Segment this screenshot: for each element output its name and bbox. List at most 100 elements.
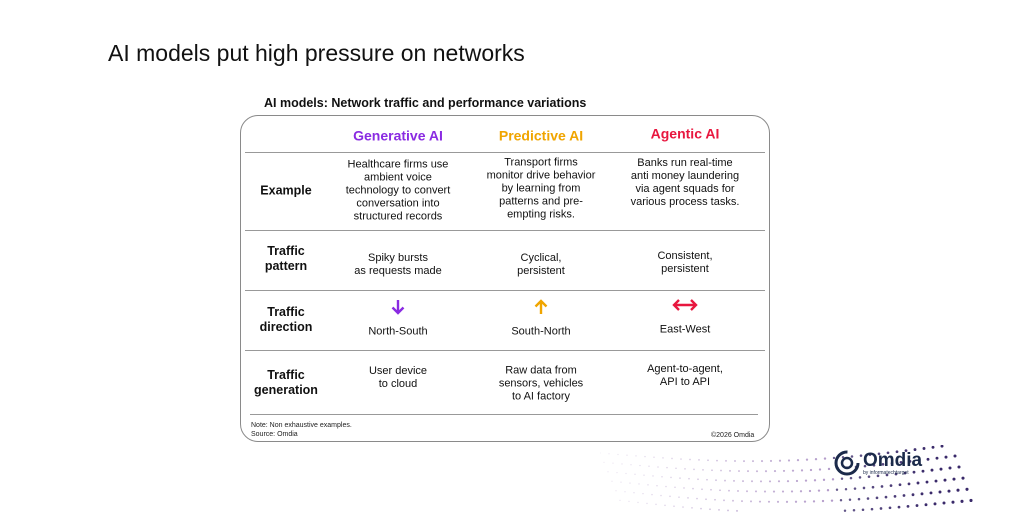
decorative-dot: [763, 490, 767, 493]
decorative-dot: [772, 490, 776, 493]
decorative-dot: [915, 504, 919, 507]
table-cell: User device to cloud: [368, 365, 428, 390]
decorative-dot: [734, 460, 736, 462]
decorative-dot: [692, 487, 694, 490]
decorative-dot: [961, 476, 965, 480]
row-label: Traffic pattern: [264, 244, 308, 273]
decorative-dot: [684, 468, 686, 470]
decorative-dot: [612, 462, 614, 464]
decorative-dot: [903, 471, 907, 475]
decorative-dot: [619, 499, 621, 502]
decorative-dot: [643, 474, 645, 476]
arrow-down-icon: [391, 300, 405, 315]
decorative-dot: [940, 445, 944, 448]
table-cell: Spiky bursts as requests made: [354, 252, 442, 277]
decorative-dot: [938, 490, 942, 494]
decorative-dot: [616, 472, 618, 474]
decorative-dot: [711, 469, 713, 472]
decorative-dot: [682, 506, 684, 508]
decorative-dot: [969, 498, 973, 503]
column-header-agentic-ai: Agentic AI: [650, 125, 720, 142]
decorative-dot: [821, 499, 825, 503]
decorative-dot: [710, 488, 712, 491]
decorative-dot: [718, 508, 720, 511]
decorative-dot: [714, 498, 716, 501]
decorative-dot: [651, 493, 653, 496]
decorative-dot: [893, 494, 897, 498]
decorative-dot: [635, 455, 637, 457]
decorative-dot: [884, 495, 888, 499]
decorative-dot: [742, 480, 744, 483]
decorative-dot: [933, 502, 937, 506]
decorative-dot: [827, 467, 831, 471]
decorative-dot: [746, 490, 748, 493]
divider: [245, 350, 765, 351]
decorative-dot: [870, 507, 874, 511]
decorative-dot: [800, 469, 804, 472]
decorative-dot: [691, 507, 693, 509]
decorative-dot: [935, 456, 939, 460]
decorative-dot: [794, 500, 798, 503]
decorative-dot: [693, 468, 695, 471]
decorative-dot: [930, 468, 934, 472]
decorative-dot: [782, 469, 786, 473]
decorative-dot: [760, 460, 764, 463]
decorative-dot: [906, 504, 910, 508]
decorative-dot: [741, 500, 743, 503]
decorative-dot: [895, 450, 899, 454]
comparison-table: [240, 115, 770, 442]
decorative-dot: [769, 459, 773, 462]
decorative-dot: [754, 490, 758, 493]
decorative-dot: [767, 500, 771, 503]
decorative-dot: [727, 509, 729, 512]
table-cell: Healthcare firms use ambient voice techn…: [345, 158, 451, 223]
decorative-dot: [808, 489, 812, 493]
decorative-dot: [867, 475, 871, 478]
decorative-dot: [652, 475, 654, 477]
table-note: Note: Non exhaustive examples.: [251, 422, 352, 429]
decorative-dot: [965, 487, 969, 491]
decorative-dot: [939, 467, 943, 471]
decorative-dot: [957, 465, 961, 469]
decorative-dot: [813, 479, 817, 482]
decorative-dot: [866, 497, 870, 500]
decorative-dot: [725, 459, 727, 462]
decorative-dot: [943, 478, 947, 482]
decorative-dot: [848, 498, 852, 501]
decorative-dot: [960, 499, 964, 503]
decorative-dot: [795, 479, 799, 483]
decorative-dot: [719, 489, 721, 492]
decorative-dot: [894, 472, 898, 476]
omdia-logo: Omdia by informatechtarget: [834, 450, 922, 476]
decorative-dot: [680, 458, 682, 460]
decorative-dot: [885, 473, 889, 477]
decorative-dot: [929, 491, 933, 495]
decorative-dot: [634, 473, 636, 476]
decorative-dot: [817, 489, 821, 492]
decorative-dot: [758, 500, 762, 503]
table-cell: Consistent, persistent: [657, 250, 713, 275]
decorative-dot: [697, 478, 699, 481]
decorative-dot: [600, 452, 601, 454]
decorative-dot: [664, 504, 666, 507]
decorative-dot: [948, 466, 952, 470]
decorative-dot: [669, 495, 671, 498]
omdia-logo-tagline: by informatechtarget: [863, 469, 909, 476]
decorative-dot: [787, 459, 791, 462]
decorative-dot: [809, 468, 813, 472]
table-cell: Transport firms monitor drive behavior b…: [486, 156, 596, 221]
decorative-dot: [881, 463, 885, 466]
decorative-dot: [653, 456, 655, 459]
decorative-dot: [907, 482, 911, 486]
decorative-dot: [911, 493, 915, 497]
decorative-dot: [799, 490, 803, 493]
decorative-dot: [826, 489, 830, 492]
decorative-dot: [747, 470, 749, 473]
decorative-dot: [832, 456, 836, 460]
decorative-dot: [849, 476, 853, 480]
decorative-dot: [840, 477, 844, 480]
arrow-left-right-icon: [672, 299, 698, 311]
decorative-dot: [705, 498, 707, 501]
decorative-dot: [646, 502, 648, 505]
decorative-dot: [859, 454, 863, 457]
